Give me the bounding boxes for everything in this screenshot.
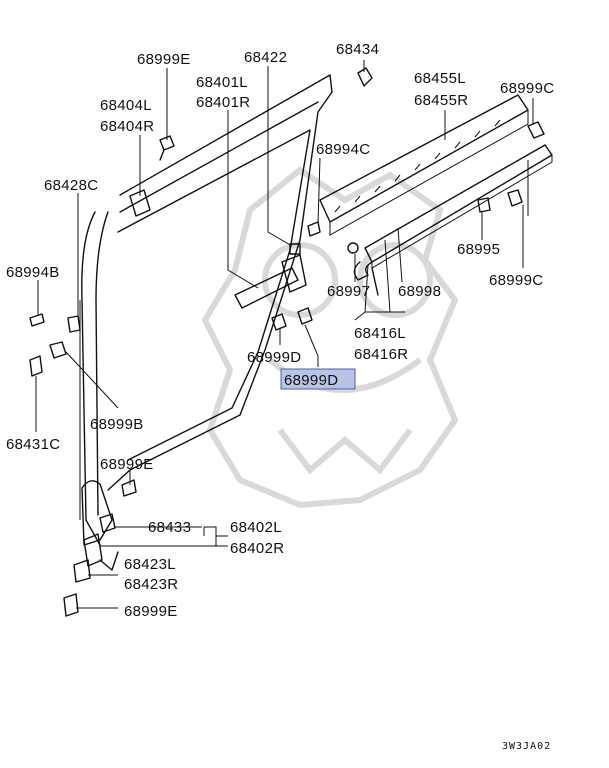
label-68401l: 68401L bbox=[196, 74, 248, 91]
label-68402l: 68402L bbox=[230, 519, 282, 536]
label-68995: 68995 bbox=[457, 241, 500, 258]
highlight-box bbox=[280, 368, 356, 390]
label-68998: 68998 bbox=[398, 283, 441, 300]
label-68434: 68434 bbox=[336, 41, 379, 58]
door-frame bbox=[79, 74, 333, 571]
diagram-code: 3W3JA02 bbox=[502, 741, 551, 752]
label-68997: 68997 bbox=[327, 283, 370, 300]
label-68423l: 68423L bbox=[124, 556, 176, 573]
leader-lines bbox=[35, 60, 534, 609]
label-68416l: 68416L bbox=[354, 325, 406, 342]
label-68999e-top: 68999E bbox=[137, 51, 191, 68]
label-68416r: 68416R bbox=[354, 346, 408, 363]
label-68433: 68433 bbox=[148, 519, 191, 536]
lower-channel bbox=[353, 144, 553, 296]
label-68422: 68422 bbox=[244, 49, 287, 66]
label-68999b: 68999B bbox=[90, 416, 144, 433]
upper-rail bbox=[319, 94, 529, 236]
label-68428c: 68428C bbox=[44, 177, 98, 194]
label-68455l: 68455L bbox=[414, 70, 466, 87]
hinge-bracket bbox=[234, 243, 307, 309]
label-68999d-highlight: 68999D bbox=[284, 372, 338, 389]
label-68404l: 68404L bbox=[100, 97, 152, 114]
label-68999c-top: 68999C bbox=[500, 80, 554, 97]
label-68999e-bot: 68999E bbox=[124, 603, 178, 620]
label-68401r: 68401R bbox=[196, 94, 250, 111]
label-68404r: 68404R bbox=[100, 118, 154, 135]
label-68431c: 68431C bbox=[6, 436, 60, 453]
label-68455r: 68455R bbox=[414, 92, 468, 109]
label-68999e-mid: 68999E bbox=[100, 456, 154, 473]
label-68994b: 68994B bbox=[6, 264, 60, 281]
label-68999d-plain: 68999D bbox=[247, 349, 301, 366]
label-68999c-right: 68999C bbox=[489, 272, 543, 289]
part-labels: 68999E 68422 68434 68401L 68401R 68455L … bbox=[6, 41, 554, 752]
watermark-emblem bbox=[201, 166, 459, 509]
label-68994c: 68994C bbox=[316, 141, 370, 158]
label-68423r: 68423R bbox=[124, 576, 178, 593]
label-68402r: 68402R bbox=[230, 540, 284, 557]
fasteners bbox=[29, 67, 545, 617]
